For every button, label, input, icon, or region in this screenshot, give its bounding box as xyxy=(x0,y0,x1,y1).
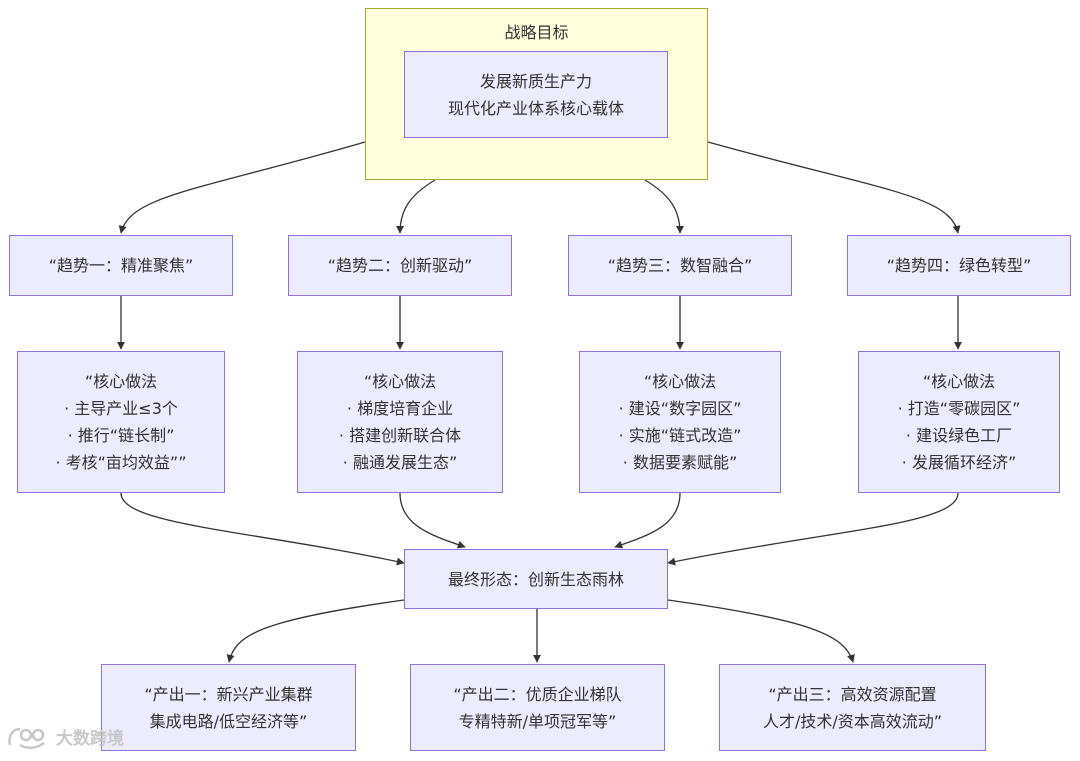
edge-final-output-3 xyxy=(667,599,855,663)
method-item-4-1: · 打造“零碳园区” xyxy=(897,399,1021,418)
method-title-2: “核心做法 xyxy=(363,372,437,391)
edge-method-final-3 xyxy=(614,492,681,549)
watermark-text: 大数跨境 xyxy=(56,729,124,749)
trend-node-2: “趋势二：创新驱动” xyxy=(288,235,512,296)
method-item-2-3: · 融通发展生态” xyxy=(342,453,458,472)
trend-label-4: “趋势四：绿色转型” xyxy=(886,256,1032,275)
method-item-2-2: · 搭建创新联合体 xyxy=(338,426,462,445)
method-title-4: “核心做法 xyxy=(922,372,996,391)
watermark: 大数跨境 xyxy=(6,724,124,749)
output-1-line-2: 集成电路/低空经济等” xyxy=(149,711,308,731)
edge-goal-trend-2 xyxy=(396,179,436,234)
output-node-1: “产出一：新兴产业集群 集成电路/低空经济等” xyxy=(101,664,356,751)
trend-label-3: “趋势三：数智融合” xyxy=(607,256,753,275)
strategy-group-title: 战略目标 xyxy=(504,23,569,42)
edge-goal-trend-4 xyxy=(707,141,961,234)
output-1-line-1: “产出一：新兴产业集群 xyxy=(144,684,313,704)
output-node-2: “产出二：优质企业梯队 专精特新/单项冠军等” xyxy=(410,664,665,751)
method-node-2: “核心做法 · 梯度培育企业 · 搭建创新联合体 · 融通发展生态” xyxy=(297,351,503,493)
method-node-3: “核心做法 · 建设“数字园区” · 实施“链式改造” · 数据要素赋能” xyxy=(579,351,781,493)
edge-method-final-2 xyxy=(399,492,466,549)
trend-label-2: “趋势二：创新驱动” xyxy=(327,256,473,275)
output-3-line-1: “产出三：高效资源配置 xyxy=(768,684,937,704)
method-item-1-1: · 主导产业≤3个 xyxy=(64,399,178,418)
method-item-4-3: · 发展循环经济” xyxy=(901,453,1017,472)
edge-final-output-1 xyxy=(226,599,405,663)
method-node-4: “核心做法 · 打造“零碳园区” · 建设绿色工厂 · 发展循环经济” xyxy=(858,351,1060,493)
method-title-1: “核心做法 xyxy=(84,372,158,391)
final-label: 最终形态：创新生态雨林 xyxy=(447,569,624,589)
method-item-1-2: · 推行“链长制” xyxy=(67,426,175,445)
method-node-1: “核心做法 · 主导产业≤3个 · 推行“链长制” · 考核“亩均效益”” xyxy=(17,351,225,493)
output-2-line-1: “产出二：优质企业梯队 xyxy=(453,684,622,704)
trend-node-4: “趋势四：绿色转型” xyxy=(847,235,1071,296)
trend-node-1: “趋势一：精准聚焦” xyxy=(9,235,233,296)
method-item-4-2: · 建设绿色工厂 xyxy=(905,426,1013,445)
goal-line-1: 发展新质生产力 xyxy=(479,71,592,91)
output-3-line-2: 人才/技术/资本高效流动” xyxy=(762,711,943,731)
output-node-3: “产出三：高效资源配置 人才/技术/资本高效流动” xyxy=(719,664,986,751)
output-2-line-2: 专精特新/单项冠军等” xyxy=(458,711,617,731)
method-item-2-1: · 梯度培育企业 xyxy=(346,399,454,418)
edge-goal-trend-1 xyxy=(118,141,366,234)
method-item-3-2: · 实施“链式改造” xyxy=(618,426,742,445)
goal-node: 发展新质生产力 现代化产业体系核心载体 xyxy=(404,51,668,138)
edge-goal-trend-3 xyxy=(644,179,684,234)
method-item-3-3: · 数据要素赋能” xyxy=(622,453,738,472)
watermark-logo-icon xyxy=(8,727,45,749)
edge-method-final-4 xyxy=(667,492,959,566)
final-node: 最终形态：创新生态雨林 xyxy=(404,549,668,609)
method-item-1-3: · 考核“亩均效益”” xyxy=(55,453,187,472)
method-title-3: “核心做法 xyxy=(643,372,717,391)
trend-node-3: “趋势三：数智融合” xyxy=(568,235,792,296)
method-item-3-1: · 建设“数字园区” xyxy=(618,399,742,418)
trend-label-1: “趋势一：精准聚焦” xyxy=(48,256,194,275)
edge-method-final-1 xyxy=(120,492,405,566)
goal-line-2: 现代化产业体系核心载体 xyxy=(447,98,624,118)
